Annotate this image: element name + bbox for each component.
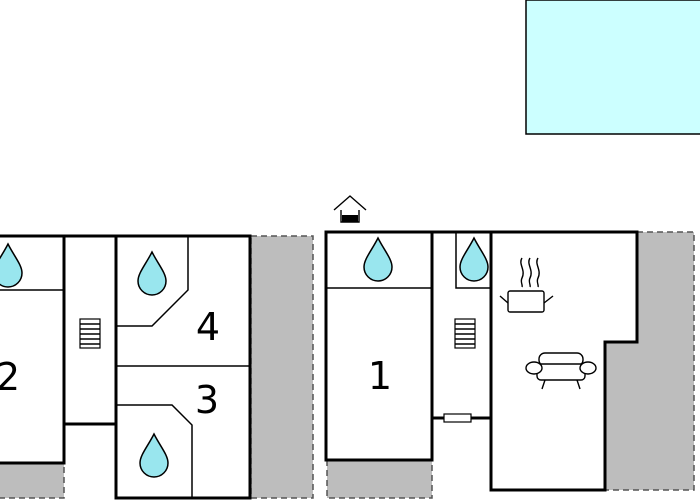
door [443,413,472,423]
terrace-center-bottom [326,459,433,499]
right-house-outer-wall [324,230,639,492]
water-drop-icon [139,432,169,478]
water-drop-icon [137,250,167,296]
swimming-pool [525,0,700,135]
right-house-wall [455,232,491,289]
sofa-icon [525,352,597,390]
entrance-house-icon [333,195,367,223]
right-house [324,230,639,492]
water-drop-icon [363,236,393,282]
stairs-icon [79,318,101,349]
room-label-bedroom-1: 1 [368,354,392,398]
terrace-right-house [604,231,695,491]
left-house [0,234,252,500]
terraces [0,231,695,499]
left-house-wall [116,236,189,327]
cooking-pot-icon [499,257,554,313]
room-label-bedroom-3: 3 [195,378,219,422]
left-house-wall [116,404,193,498]
terrace-left-bottom [0,462,65,499]
room-label-bedroom-4: 4 [196,305,220,349]
left-house-outer-wall [0,234,252,500]
water-drop-icon [0,242,23,288]
stairs-icon [454,318,476,349]
terrace-left-house [250,235,314,499]
water-drop-icon [459,236,489,282]
room-label-bedroom-2: 2 [0,355,20,399]
